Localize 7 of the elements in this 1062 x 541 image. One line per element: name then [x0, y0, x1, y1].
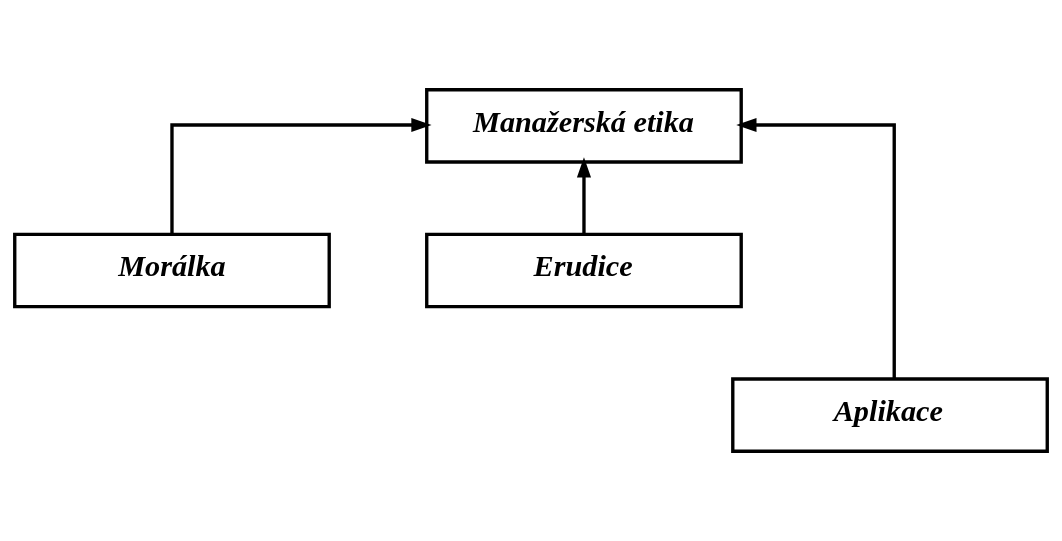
- node-box: Morálka: [13, 232, 331, 309]
- arrow: [576, 157, 592, 234]
- node-box: Aplikace: [731, 377, 1049, 453]
- arrow: [736, 117, 896, 379]
- arrow: [170, 117, 432, 234]
- node-box: Manažerská etika: [425, 88, 743, 164]
- node-box: Erudice: [425, 232, 743, 309]
